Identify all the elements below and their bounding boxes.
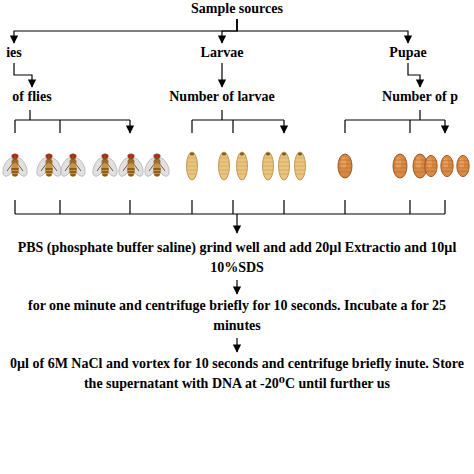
flow-arrow xyxy=(221,63,222,87)
label-node: ies xyxy=(4,44,24,62)
node-text: Number of p xyxy=(382,89,458,105)
node-text: Number of larvae xyxy=(169,89,275,105)
node-text: of flies xyxy=(12,89,51,105)
flow-arrow xyxy=(237,19,408,43)
label-node: of flies xyxy=(10,88,53,106)
flow-arrow xyxy=(222,19,237,43)
label-node: Number of larvae xyxy=(167,88,277,106)
step-text: 0µl of 6M NaCl and vortex for 10 seconds… xyxy=(2,353,472,395)
pupa-figures xyxy=(338,154,469,178)
label-node: Pupae xyxy=(387,44,428,62)
branch-lines xyxy=(15,110,445,233)
node-text: 0µl of 6M NaCl and vortex for 10 seconds… xyxy=(4,354,470,394)
flow-arrow xyxy=(408,63,420,87)
flow-arrow xyxy=(236,280,237,294)
larva-figures xyxy=(187,152,306,180)
fly-figures xyxy=(0,154,172,179)
node-text: ies xyxy=(6,45,22,61)
step-text: for one minute and centrifuge briefly fo… xyxy=(2,295,472,337)
node-text: for one minute and centrifuge briefly fo… xyxy=(4,296,470,336)
flow-arrow xyxy=(14,63,32,87)
node-text: PBS (phosphate buffer saline) grind well… xyxy=(4,238,470,278)
label-node: Sample sources xyxy=(189,0,285,18)
label-node: Larvae xyxy=(199,44,246,62)
flow-arrow xyxy=(14,19,237,43)
node-text: Pupae xyxy=(389,45,426,61)
node-text: Sample sources xyxy=(191,1,283,17)
flow-arrow xyxy=(236,338,237,352)
node-text: Larvae xyxy=(201,45,244,61)
label-node: Number of p xyxy=(380,88,460,106)
step-text: PBS (phosphate buffer saline) grind well… xyxy=(2,237,472,279)
